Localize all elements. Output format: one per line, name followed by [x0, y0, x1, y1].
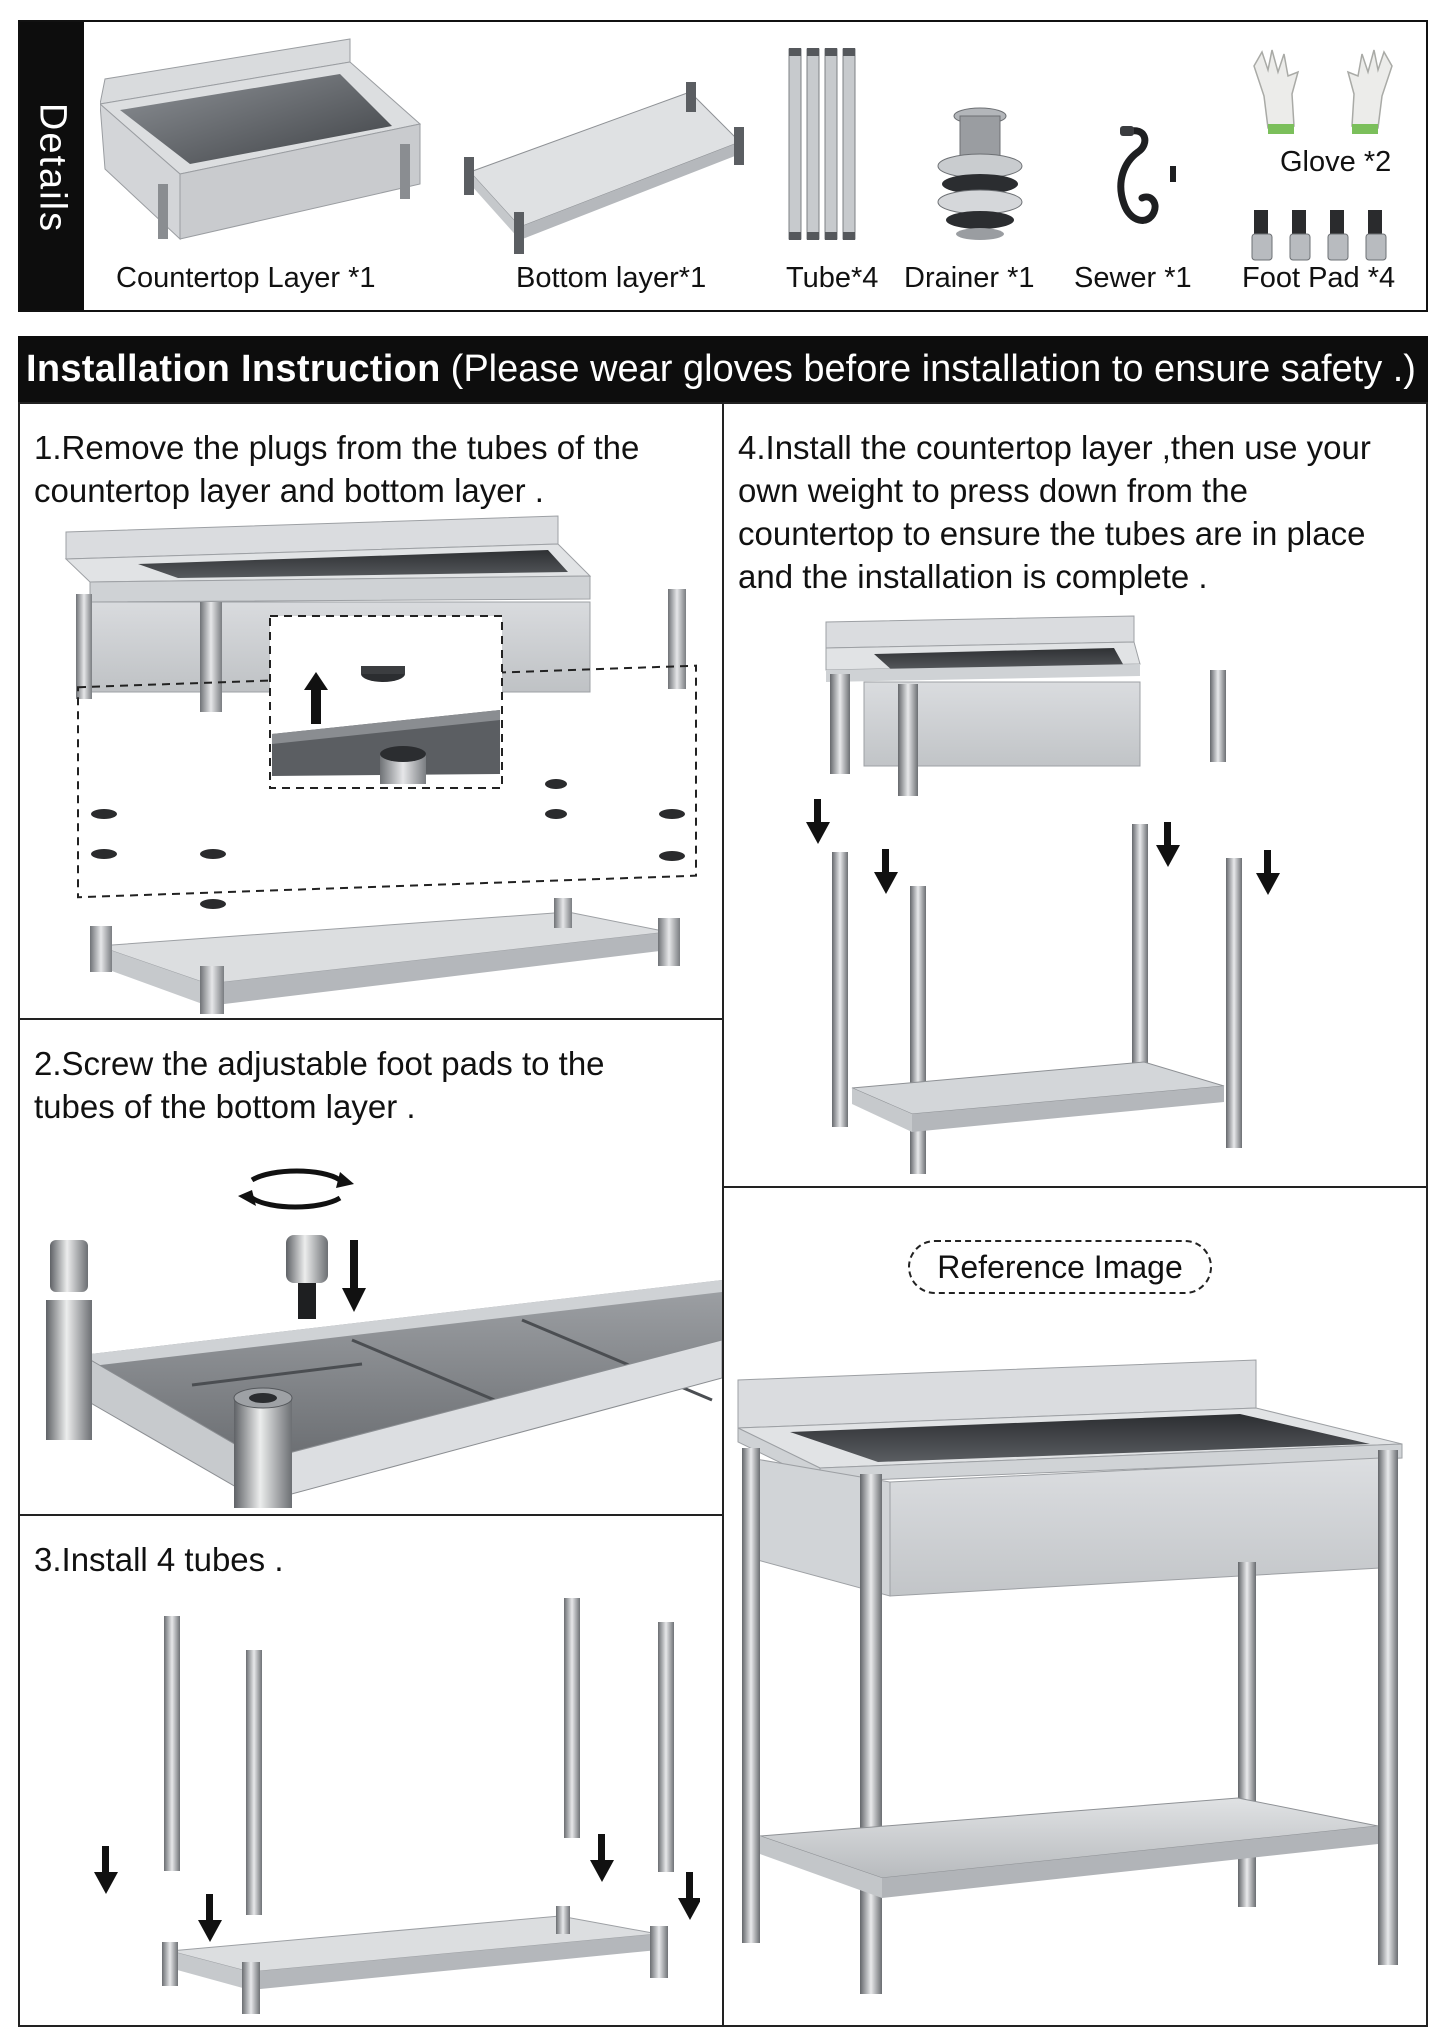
part-label: Drainer *1	[904, 262, 1035, 294]
foot-pad-icon	[1251, 210, 1387, 261]
part-label: Foot Pad *4	[1242, 262, 1396, 294]
reference-label: Reference Image	[908, 1240, 1212, 1294]
part-countertop-layer: Countertop Layer *1	[100, 34, 440, 304]
part-label: Sewer *1	[1074, 262, 1192, 294]
step-1-illustration	[64, 515, 697, 1014]
step-2-cell: 2.Screw the adjustable foot pads to the …	[20, 1020, 724, 1516]
tubes-icon	[788, 48, 856, 240]
part-label: Glove *2	[1280, 146, 1392, 178]
part-label: Bottom layer*1	[516, 262, 707, 294]
step-3-text: 3.Install 4 tubes .	[34, 1538, 283, 1581]
details-tab-label: Details	[31, 102, 74, 234]
step-1-cell: 1.Remove the plugs from the tubes of the…	[20, 404, 724, 1020]
step-text-line: countertop layer and bottom layer .	[34, 472, 544, 509]
step-4-illustration	[806, 615, 1280, 1174]
details-tab: Details	[20, 22, 84, 310]
step-text-line: 3.Install 4 tubes .	[34, 1541, 284, 1578]
part-gloves: Glove *2	[1220, 34, 1420, 184]
part-label: Tube*4	[786, 262, 879, 294]
part-label: Countertop Layer *1	[116, 262, 376, 294]
step-text-line: and the installation is complete .	[738, 558, 1208, 595]
part-sewer: Sewer *1	[1060, 34, 1200, 304]
step-text-line: tubes of the bottom layer .	[34, 1088, 416, 1125]
step-3-illustration	[94, 1598, 700, 2014]
bottom-shelf-icon	[464, 82, 744, 254]
part-drainer: Drainer *1	[900, 34, 1060, 304]
step-2-text: 2.Screw the adjustable foot pads to the …	[34, 1042, 605, 1128]
sink-countertop-icon	[100, 38, 422, 241]
installation-header: Installation Instruction (Please wear gl…	[18, 336, 1428, 402]
rotate-arrows-icon	[238, 1168, 354, 1210]
reference-cell: Reference Image	[724, 1188, 1426, 2025]
step-4-text: 4.Install the countertop layer ,then use…	[738, 426, 1371, 598]
step-3-cell: 3.Install 4 tubes .	[20, 1516, 724, 2025]
part-bottom-layer: Bottom layer*1	[440, 34, 760, 304]
step-1-text: 1.Remove the plugs from the tubes of the…	[34, 426, 639, 512]
installation-title: Installation Instruction	[26, 347, 441, 390]
step-2-illustration	[46, 1168, 722, 1508]
drainer-icon	[937, 107, 1023, 240]
installation-note: (Please wear gloves before installation …	[450, 347, 1416, 390]
step-text-line: countertop to ensure the tubes are in pl…	[738, 515, 1366, 552]
gloves-icon	[1253, 49, 1393, 134]
sewer-hose-icon	[1117, 126, 1176, 224]
part-foot-pads: Foot Pad *4	[1220, 210, 1420, 310]
details-panel: Details Countertop Layer *1	[18, 20, 1428, 312]
step-text-line: own weight to press down from the	[738, 472, 1248, 509]
reference-sink-illustration	[737, 1359, 1403, 1994]
steps-grid: 1.Remove the plugs from the tubes of the…	[18, 402, 1428, 2027]
step-text-line: 1.Remove the plugs from the tubes of the	[34, 429, 640, 466]
part-tubes: Tube*4	[760, 34, 900, 304]
step-text-line: 4.Install the countertop layer ,then use…	[738, 429, 1371, 466]
step-4-cell: 4.Install the countertop layer ,then use…	[724, 404, 1426, 1188]
step-text-line: 2.Screw the adjustable foot pads to the	[34, 1045, 605, 1082]
